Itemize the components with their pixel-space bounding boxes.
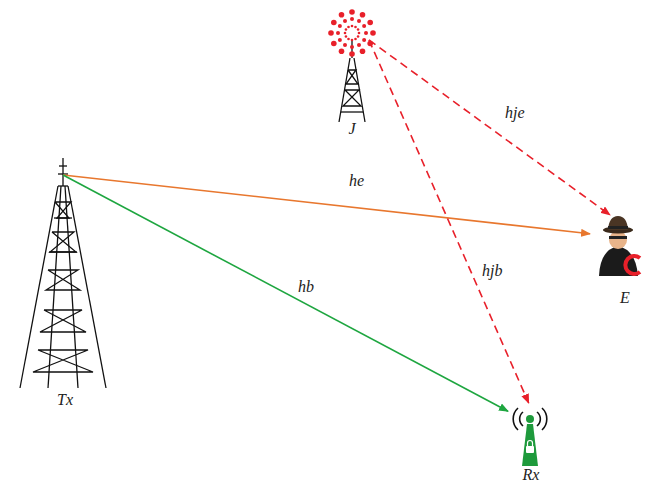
- eavesdropper-icon: [599, 216, 640, 276]
- node-label: E: [620, 289, 630, 307]
- channel-label: hb: [296, 278, 316, 296]
- channel-label: he: [347, 172, 366, 190]
- node-box: Tx: [18, 175, 110, 411]
- channel-link: [369, 40, 529, 403]
- node-box: J: [335, 40, 375, 140]
- node-label: J: [348, 120, 355, 138]
- node-box: E: [590, 215, 640, 309]
- tx-tower: [20, 158, 106, 388]
- node-label: Tx: [57, 391, 73, 409]
- node-box: Rx: [508, 403, 554, 486]
- receiver-antenna: [513, 408, 547, 466]
- channel-label: hjb: [480, 262, 504, 280]
- channel-label: hje: [503, 104, 527, 122]
- channel-link: [369, 40, 610, 215]
- channel-link: [63, 175, 590, 234]
- node-label: Rx: [523, 466, 540, 484]
- channel-link: [63, 175, 508, 411]
- jammer-signal: [328, 9, 376, 57]
- jammer-tower: [339, 40, 365, 122]
